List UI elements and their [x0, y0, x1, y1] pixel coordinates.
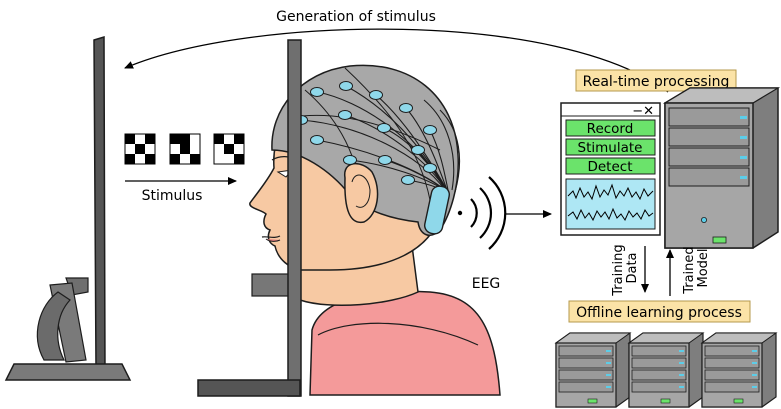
signal-trace-2: [567, 207, 654, 222]
stimulus-pattern-1: [124, 133, 156, 165]
trained-label: Trained Model: [682, 242, 711, 295]
offline-label-box: [568, 300, 751, 323]
wireless-signal-icon: [457, 176, 507, 250]
realtime-server: [662, 87, 781, 249]
stimulus-label: Stimulus: [142, 188, 203, 204]
record-button[interactable]: [565, 119, 656, 137]
trained-label-line2: Model: [696, 248, 711, 287]
realtime-label-box: [575, 69, 737, 92]
monitor: [4, 35, 132, 381]
eeg-transmitter: [423, 185, 451, 235]
detect-button[interactable]: [565, 157, 656, 175]
training-label-line1: Training: [611, 244, 626, 296]
training-label-line2: Data: [625, 252, 640, 283]
realtime-label: Real-time processing: [583, 74, 730, 90]
window-controls[interactable]: −✕: [632, 104, 654, 119]
offline-server-cluster: [554, 332, 778, 408]
ear: [344, 163, 379, 224]
generation-label: Generation of stimulus: [276, 9, 436, 25]
control-panel: −✕ Record Stimulate Detect: [560, 102, 661, 236]
shirt: [309, 290, 501, 396]
stimulus-pattern-2: [169, 133, 201, 165]
record-button-label: Record: [587, 121, 634, 137]
stimulus-pattern-3: [213, 133, 245, 165]
eeg-label: EEG: [472, 276, 501, 292]
electrode-wires: [300, 85, 461, 193]
offline-server-1: [554, 332, 632, 408]
front-panel: [287, 39, 302, 397]
signal-display: [565, 178, 656, 230]
detect-button-label: Detect: [587, 159, 632, 175]
trained-label-line1: Trained: [682, 246, 697, 294]
offline-server-2: [627, 332, 705, 408]
generation-arrow: [124, 28, 669, 93]
offline-server-3: [700, 332, 778, 408]
stimulate-button[interactable]: [565, 138, 656, 156]
training-label: Training Data: [611, 240, 640, 296]
offline-label: Offline learning process: [576, 305, 742, 321]
stimulate-button-label: Stimulate: [578, 140, 643, 156]
signal-trace-1: [567, 183, 654, 201]
